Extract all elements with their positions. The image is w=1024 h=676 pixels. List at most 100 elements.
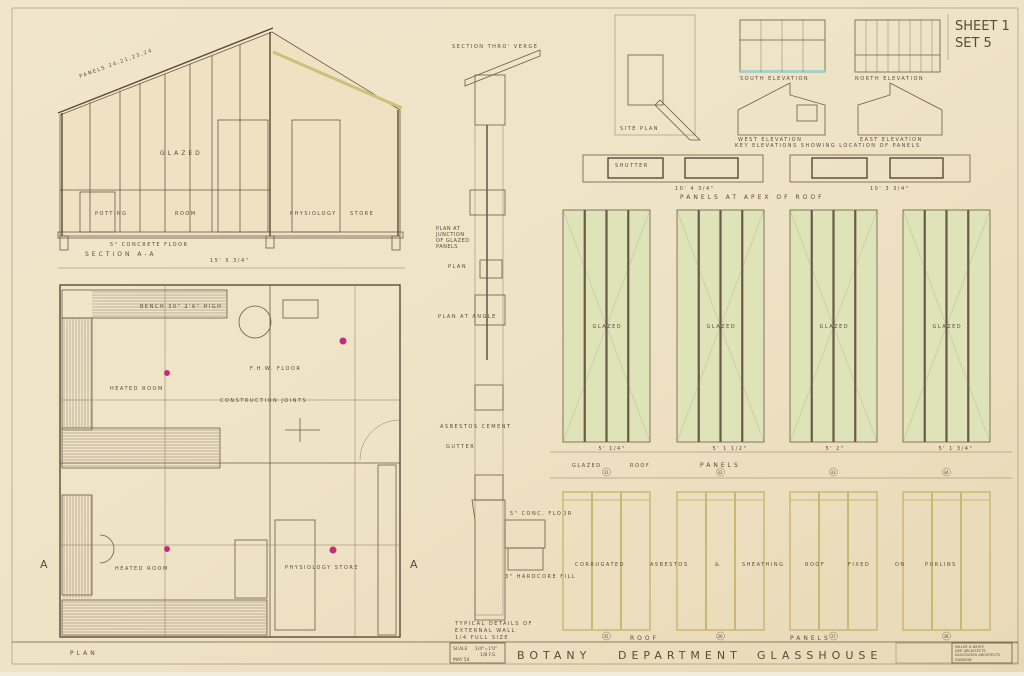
plan-title: PLAN bbox=[70, 650, 98, 657]
glazed-panel-label: GLAZED bbox=[933, 324, 963, 330]
east-elevation-label: EAST ELEVATION bbox=[860, 137, 923, 143]
sheet-border bbox=[11, 7, 1019, 665]
apex-dim-1: 10' 4 3/4" bbox=[675, 186, 714, 192]
glazed-panel-dim: 5' 1/4" bbox=[599, 446, 626, 452]
key-elevations-caption: KEY ELEVATIONS SHOWING LOCATION OF PANEL… bbox=[735, 143, 921, 149]
detail-label-angle: PLAN AT ANGLE bbox=[438, 314, 497, 320]
corr-footer-2: PANELS bbox=[790, 635, 831, 642]
glazed-panel-number: 33 bbox=[831, 470, 837, 475]
corrugated-panel-frame bbox=[676, 491, 765, 631]
plan-label-physiology-store: PHYSIOLOGY STORE bbox=[285, 565, 359, 571]
section-label-floor: 5" CONCRETE FLOOR bbox=[110, 242, 189, 248]
corrugated-roof-panel: 35 bbox=[562, 491, 651, 641]
scale-value-2: 1/8 F.S. bbox=[480, 652, 496, 658]
corr-caption-2: ASBESTOS bbox=[650, 562, 689, 568]
glazed-caption-1: GLAZED bbox=[572, 463, 602, 469]
corr-caption-7: ON bbox=[895, 562, 906, 568]
corrugated-panel-frame bbox=[902, 491, 991, 631]
plan-label-heated-room: HEATED ROOM bbox=[115, 566, 169, 572]
plan-label-bench: BENCH 30" 2'6" HIGH bbox=[140, 304, 222, 310]
section-marker-left: A bbox=[40, 558, 48, 571]
glazing-diagonal bbox=[789, 209, 878, 443]
apex-dim-2: 10' 3 3/4" bbox=[870, 186, 909, 192]
glazed-panel-dim: 5' 1 3/4" bbox=[939, 446, 974, 452]
section-title: SECTION A-A bbox=[85, 251, 156, 258]
wall-details: SECTION THRO' VERGE PLAN PLAN AT ANGLE A… bbox=[438, 44, 576, 641]
plan-label-floor: F.H.W. FLOOR bbox=[250, 366, 301, 372]
corrugated-roof-panel: 36 bbox=[676, 491, 765, 641]
drawn-date: MAY 54 bbox=[453, 657, 470, 663]
glazing-diagonal bbox=[676, 209, 765, 443]
corrugated-panel-number: 37 bbox=[831, 634, 837, 639]
corrugated-roof-panel: 37 bbox=[789, 491, 878, 641]
west-elevation-label: WEST ELEVATION bbox=[738, 137, 802, 143]
section-label-store: STORE bbox=[350, 211, 374, 217]
plan-label-joints: CONSTRUCTION JOINTS bbox=[220, 398, 307, 404]
set-number: SET 5 bbox=[955, 36, 992, 51]
detail-label-junction: PLAN AT JUNCTION OF GLAZED PANELS bbox=[436, 226, 470, 250]
glazed-panel-dim: 5' 2" bbox=[826, 446, 845, 452]
corr-caption-6: FIXED bbox=[848, 562, 870, 568]
glazed-panel-label: GLAZED bbox=[707, 324, 737, 330]
section-label-potting: POTTING bbox=[95, 211, 128, 217]
stamp-line-2: DEP. ARCHITECTS bbox=[955, 649, 986, 653]
corrugated-roof-panel: 38 bbox=[902, 491, 991, 641]
section-a-a: POTTING ROOM PHYSIOLOGY STORE GLAZED PAN… bbox=[57, 27, 405, 269]
sheet-label: SHEET 1 SET 5 bbox=[947, 14, 1010, 60]
stamp-line-4: DUNEDIN bbox=[955, 658, 972, 662]
glazed-caption-2: ROOF bbox=[630, 463, 650, 469]
panel-number-circle bbox=[716, 631, 725, 641]
corr-footer-1: ROOF bbox=[630, 635, 659, 642]
corrugated-panel-number: 36 bbox=[718, 634, 724, 639]
detail-label-asbestos: ASBESTOS CEMENT bbox=[440, 424, 512, 430]
corr-caption-8: PURLINS bbox=[925, 562, 957, 568]
corrugated-panel-number: 35 bbox=[604, 634, 610, 639]
title-word-2: DEPARTMENT bbox=[618, 649, 742, 662]
glazed-roof-panel: GLAZED 5' 1 1/2" 32 bbox=[676, 209, 765, 477]
glazing-diagonal bbox=[902, 209, 991, 443]
section-label-glazed: GLAZED bbox=[160, 150, 203, 157]
stamp-line-1: MILLER & WHITE bbox=[955, 645, 984, 649]
title-block: SCALE 1/4"=1'0" 1/8 F.S. MAY 54 BOTANY D… bbox=[12, 641, 1019, 664]
title-word-1: BOTANY bbox=[517, 649, 591, 662]
section-marker-right: A bbox=[410, 558, 418, 571]
south-elevation-label: SOUTH ELEVATION bbox=[740, 76, 809, 82]
glazed-panel-dim: 5' 1 1/2" bbox=[713, 446, 748, 452]
detail-label-verge: SECTION THRO' VERGE bbox=[452, 44, 538, 50]
panel-number-circle bbox=[716, 467, 725, 477]
plan-label-heated-room-top: HEATED ROOM bbox=[110, 386, 164, 392]
detail-label-floor: 5" CONC. FLOOR bbox=[510, 511, 573, 517]
panel-number-circle bbox=[602, 631, 611, 641]
glazed-panel-number: 31 bbox=[604, 470, 610, 475]
scale-label: SCALE bbox=[453, 646, 468, 652]
glazing-diagonal bbox=[789, 209, 878, 443]
detail-label-gutter: GUTTER bbox=[446, 444, 475, 450]
detail-caption-1: TYPICAL DETAILS OF bbox=[454, 621, 533, 627]
scale-value-1: 1/4"=1'0" bbox=[475, 646, 497, 652]
floor-plan: HEATED ROOM HEATED ROOM PHYSIOLOGY STORE… bbox=[40, 284, 418, 657]
shutter-label: SHUTTER bbox=[615, 163, 649, 169]
glazed-panel-number: 32 bbox=[718, 470, 724, 475]
detail-label-plan: PLAN bbox=[448, 264, 467, 270]
site-plan-label: SITE PLAN bbox=[620, 126, 659, 132]
sheet-number: SHEET 1 bbox=[955, 19, 1010, 34]
key-elevations: SITE PLAN SOUTH ELEVATION NORTH ELEVATIO… bbox=[614, 14, 943, 149]
glazed-panel-label: GLAZED bbox=[593, 324, 623, 330]
corr-caption-4: SHEATHING bbox=[742, 562, 785, 568]
corr-caption-3: & bbox=[715, 562, 720, 568]
section-overall-dim: 15' 5 3/4" bbox=[210, 258, 249, 264]
corrugated-panel-frame bbox=[789, 491, 878, 631]
detail-label-hardcore: 3" HARDCORE FILL bbox=[505, 574, 576, 580]
glazing-diagonal bbox=[676, 209, 765, 443]
apex-panels: SHUTTER 10' 4 3/4" 10' 3 3/4" PANELS AT … bbox=[582, 154, 971, 201]
title-word-3: GLASSHOUSE bbox=[757, 649, 882, 662]
section-label-room: ROOM bbox=[175, 211, 197, 217]
panel-number-circle bbox=[829, 467, 838, 477]
panel-number-circle bbox=[602, 467, 611, 477]
glazing-diagonal bbox=[562, 209, 651, 443]
corrugated-panel-number: 38 bbox=[944, 634, 950, 639]
